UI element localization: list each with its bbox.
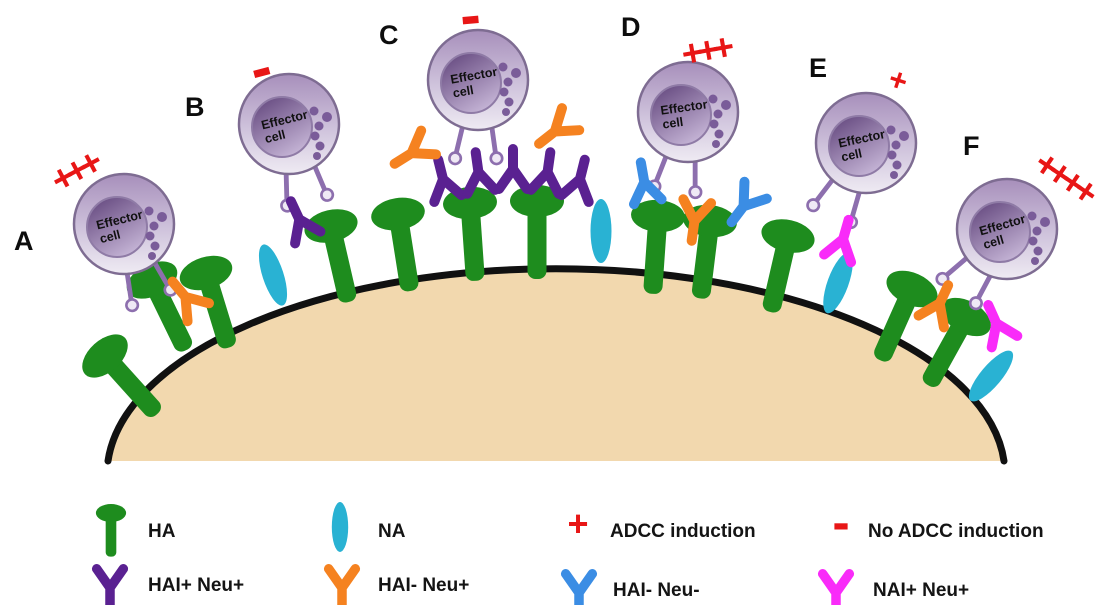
legend-label: HAI+ Neu+ [148, 575, 244, 596]
adcc-indicator-c: - [457, 0, 484, 51]
legend-item-hai-pos-neu-pos: HAI+ Neu+ [97, 569, 244, 605]
panel-label-d: D [621, 12, 641, 42]
legend-label: NA [378, 521, 406, 542]
target-cell-body [108, 268, 1004, 461]
effector-cell-nucleus [440, 52, 502, 114]
effector-cell-nucleus [969, 201, 1031, 263]
panel-label-f: F [963, 131, 980, 161]
legend-item-na: NA [331, 502, 406, 552]
effector-cell-nucleus [650, 84, 712, 146]
effector-cell-label: Effector cell [660, 97, 714, 132]
effector-cell-b: Effector cell [237, 72, 341, 213]
ha-glycoprotein-icon [95, 504, 127, 557]
na-glycoprotein-icon [331, 502, 349, 552]
legend-label: HAI- Neu+ [378, 575, 469, 596]
legend-item-hai-neg-neu-neg: HAI- Neu- [566, 574, 700, 605]
panel-label-c: C [379, 20, 399, 50]
legend-label: NAI+ Neu+ [873, 580, 969, 601]
legend-item-adcc-induction: + ADCC induction [567, 503, 755, 544]
effector-cell-c: Effector cell [426, 28, 530, 164]
legend-label: No ADCC induction [868, 521, 1044, 542]
plus-icon: + [567, 503, 588, 544]
legend-item-nai-pos-neu-pos: NAI+ Neu+ [823, 574, 969, 605]
antibody-hai-pos-neu-pos [562, 156, 599, 202]
legend-item-ha: HA [95, 504, 176, 557]
antibody-icon [823, 574, 850, 605]
panel-label-e: E [809, 53, 827, 83]
effector-cell-f: Effector cell [934, 177, 1059, 311]
adcc-indicator-e: + [884, 61, 912, 100]
legend-label: HA [148, 521, 176, 542]
antibody-hai-neg-neu-pos [530, 108, 579, 155]
legend-item-no-adcc-induction: - No ADCC induction [832, 494, 1043, 552]
na-glycoprotein [253, 241, 293, 309]
legend: HA NA + ADCC induction - No ADCC inducti… [96, 494, 1044, 605]
antibody-hai-neg-neu-pos [387, 131, 436, 176]
legend-label: HAI- Neu- [613, 580, 700, 601]
minus-icon: - [832, 494, 849, 552]
legend-label: ADCC induction [610, 521, 756, 542]
antibody-icon [329, 569, 356, 605]
legend-item-hai-neg-neu-pos: HAI- Neu+ [329, 569, 469, 605]
antibody-icon [97, 569, 124, 605]
antibody-hai-neg-neu-neg [720, 182, 766, 231]
adcc-indicator-b: - [242, 32, 280, 104]
effector-cell-a: Effector cell [72, 172, 178, 313]
effector-cell-nucleus [86, 196, 148, 258]
effector-cell-nucleus [828, 115, 890, 177]
na-glycoprotein [590, 199, 612, 263]
adcc-indicator-d: +++ [678, 26, 737, 75]
effector-cell-d: Effector cell [636, 60, 740, 199]
ha-spike [510, 185, 564, 279]
effector-cell-e: Effector cell [806, 91, 918, 230]
effector-cell-nucleus [251, 96, 313, 158]
panel-label-b: B [185, 92, 205, 122]
antibody-icon [566, 574, 593, 605]
antibody-hai-pos-neu-pos [499, 149, 527, 189]
na-glycoprotein [962, 344, 1020, 408]
panel-label-a: A [14, 226, 34, 256]
